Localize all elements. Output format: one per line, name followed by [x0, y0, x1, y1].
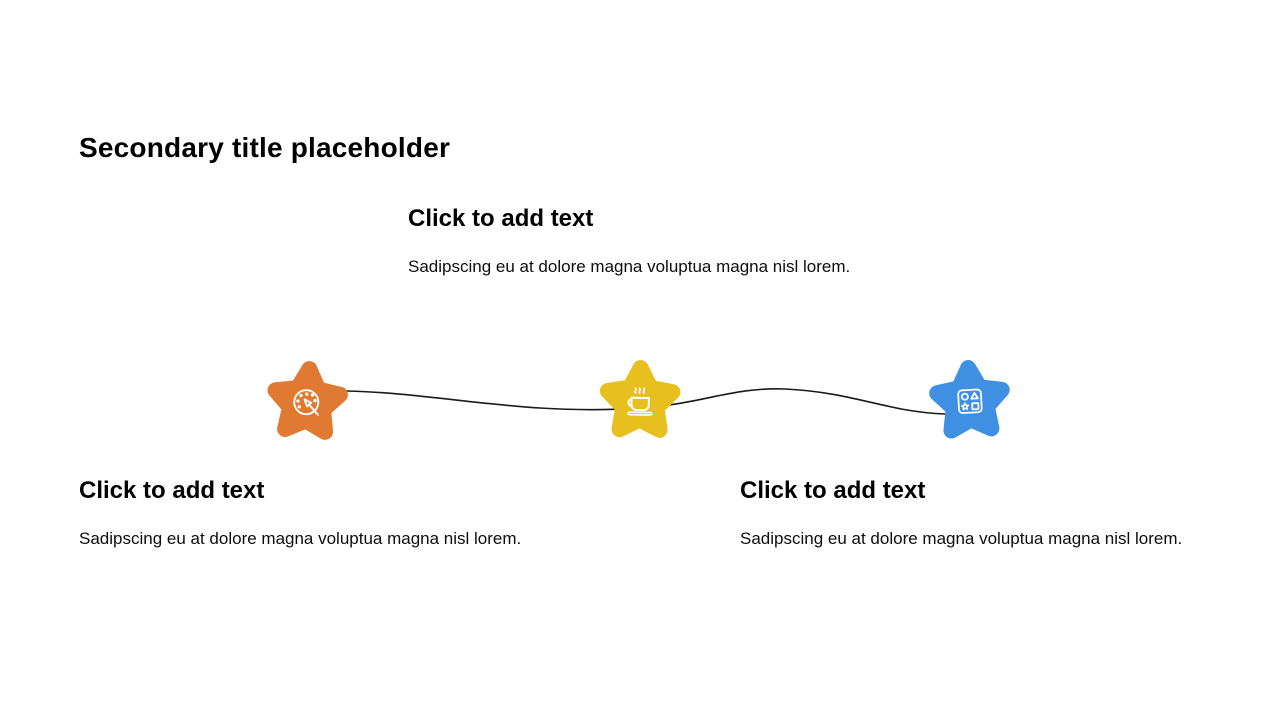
connector-line	[346, 388, 946, 415]
slide-title[interactable]: Secondary title placeholder	[79, 132, 451, 163]
coffee-cup-icon	[627, 387, 653, 416]
text-block-body[interactable]: Sadipscing eu at dolore magna voluptua m…	[740, 529, 1183, 548]
text-block-body[interactable]: Sadipscing eu at dolore magna voluptua m…	[79, 529, 522, 548]
text-block-top[interactable]: Click to add text Sadipscing eu at dolor…	[408, 205, 854, 280]
text-block-heading[interactable]: Click to add text	[408, 205, 594, 232]
connector-path	[346, 388, 946, 415]
text-block-bottom-left[interactable]: Click to add text Sadipscing eu at dolor…	[79, 477, 525, 552]
text-block-heading[interactable]: Click to add text	[740, 477, 926, 504]
star-shape	[599, 360, 681, 438]
shapes-icon	[957, 388, 983, 414]
milestone-star-shapes[interactable]	[917, 349, 1022, 454]
text-block-bottom-right[interactable]: Click to add text Sadipscing eu at dolor…	[740, 477, 1186, 552]
star-shape	[929, 360, 1010, 439]
milestone-star-coffee[interactable]	[589, 351, 691, 453]
text-block-body[interactable]: Sadipscing eu at dolore magna voluptua m…	[408, 257, 851, 276]
text-block-heading[interactable]: Click to add text	[79, 477, 265, 504]
milestone-star-art[interactable]	[254, 350, 361, 457]
paint-palette-icon	[293, 389, 320, 416]
